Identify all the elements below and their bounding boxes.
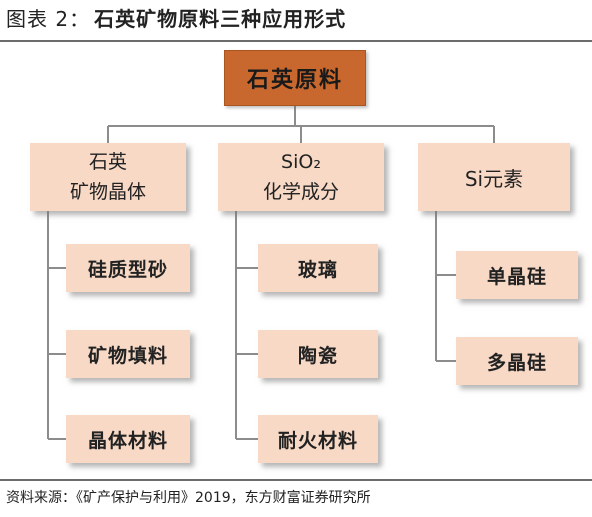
category-label-line1: Si元素	[464, 166, 524, 191]
leaf-monocrystalline-silicon: 单晶硅	[456, 251, 578, 299]
leaf-label: 硅质型砂	[87, 258, 168, 281]
leaf-ceramics: 陶瓷	[258, 330, 378, 378]
leaf-label: 多晶硅	[486, 351, 547, 374]
root-node: 石英原料	[224, 50, 366, 106]
leaf-label: 晶体材料	[87, 429, 168, 452]
caption-title: 石英矿物原料三种应用形式	[94, 7, 347, 31]
leaf-polycrystalline-silicon: 多晶硅	[456, 337, 578, 385]
source-note: 资料来源：《矿产保护与利用》2019，东方财富证券研究所	[6, 490, 371, 506]
leaf-label: 耐火材料	[277, 429, 358, 452]
root-label: 石英原料	[246, 68, 343, 93]
caption-prefix: 图表 2：	[6, 7, 91, 31]
bottom-rule	[0, 479, 592, 481]
figure-caption: 图表 2：石英矿物原料三种应用形式	[6, 6, 346, 32]
category-chemical-composition: SiO₂ 化学成分	[218, 143, 384, 211]
leaf-label: 陶瓷	[297, 344, 338, 367]
category-label-line1: 石英	[88, 151, 127, 173]
leaf-silica-sand: 硅质型砂	[66, 244, 190, 292]
leaf-label: 玻璃	[297, 258, 338, 281]
leaf-glass: 玻璃	[258, 244, 378, 292]
category-mineral-crystal: 石英 矿物晶体	[30, 143, 186, 211]
category-label-line1: SiO₂	[281, 151, 321, 173]
leaf-crystal-material: 晶体材料	[66, 415, 190, 463]
leaf-label: 单晶硅	[486, 265, 547, 288]
category-label-line2: 化学成分	[262, 181, 339, 203]
leaf-label: 矿物填料	[87, 344, 168, 367]
leaf-mineral-filler: 矿物填料	[66, 330, 190, 378]
leaf-refractory: 耐火材料	[258, 415, 378, 463]
category-silicon-element: Si元素	[418, 143, 570, 211]
category-label-line2: 矿物晶体	[69, 181, 146, 203]
top-rule	[0, 40, 592, 42]
